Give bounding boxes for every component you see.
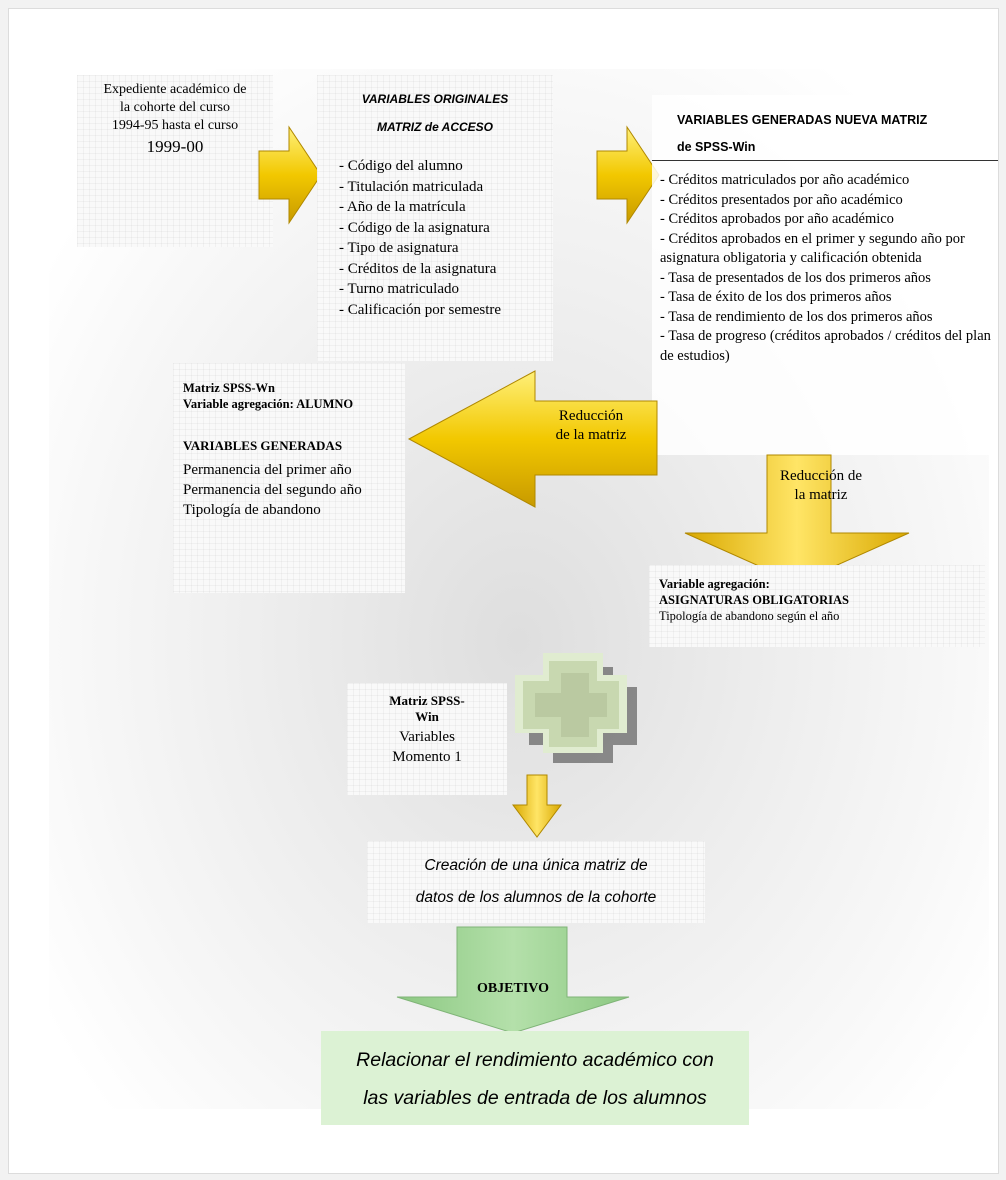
generated-variable-item: - Créditos aprobados por año académico [660, 211, 894, 227]
generated-title-1: VARIABLES GENERADAS NUEVA MATRIZ [677, 113, 928, 127]
original-title-2: MATRIZ de ACCESO [377, 120, 493, 134]
original-variable-item: - Turno matriculado [339, 281, 459, 297]
arrow-right-2-icon [596, 125, 660, 225]
original-variable-item: - Código de la asignatura [339, 219, 490, 236]
original-title-1: VARIABLES ORIGINALES [361, 92, 509, 106]
alumno-variable-item: Permanencia del primer año [183, 462, 352, 478]
original-variable-item: - Titulación matriculada [339, 178, 484, 195]
source-text: Expediente académico de la cohorte del c… [103, 82, 247, 133]
creation-box: Creación de una única matriz de datos de… [367, 841, 705, 923]
arrow-down-small-icon [512, 774, 562, 838]
original-variable-item: - Código del alumno [339, 158, 463, 174]
alumno-subtitle: VARIABLES GENERADAS [183, 438, 343, 453]
generated-variables-list: - Créditos matriculados por año académic… [660, 171, 996, 366]
source-box: Expediente académico de la cohorte del c… [77, 75, 273, 247]
generated-variable-item: - Créditos matriculados por año académic… [660, 172, 910, 188]
matrix-cross-icon [515, 653, 637, 763]
original-variable-item: - Créditos de la asignatura [339, 260, 497, 277]
momento-title: Matriz SPSS- Win [389, 693, 465, 724]
generated-variable-item: - Tasa de éxito de los dos primeros años [660, 289, 892, 305]
creation-text: Creación de una única matriz de datos de… [415, 857, 657, 906]
alumno-matrix-box: Matriz SPSS-Wn Variable agregación: ALUM… [173, 363, 405, 593]
generated-divider [652, 160, 998, 161]
generated-title-2: de SPSS-Win [677, 140, 756, 154]
source-year: 1999-00 [146, 137, 204, 156]
reduction-right-label: Reducción de la matriz [779, 468, 863, 503]
alumno-variable-item: Permanencia del segundo año [183, 482, 362, 498]
objective-arrow-icon [396, 926, 630, 1034]
generated-variable-item: - Créditos presentados por año académico [660, 191, 903, 208]
reduction-left-arrow-icon [407, 370, 658, 508]
generated-variable-item: - Tasa de presentados de los dos primero… [660, 269, 931, 286]
alumno-line-2: Variable agregación: ALUMNO [183, 397, 354, 411]
original-variables-list: - Código del alumno - Titulación matricul… [339, 156, 553, 320]
goal-text: Relacionar el rendimiento académico con … [356, 1049, 714, 1109]
generated-variable-item: - Tasa de rendimiento de los dos primero… [660, 308, 933, 325]
asignaturas-line-3: Tipología de abandono según el año [659, 609, 840, 623]
alumno-line-1: Matriz SPSS-Wn [183, 381, 276, 395]
asignaturas-line-2: ASIGNATURAS OBLIGATORIAS [659, 593, 849, 607]
reduction-down-arrow-icon [684, 454, 910, 584]
original-variable-item: - Calificación por semestre [339, 301, 502, 318]
asignaturas-line-1: Variable agregación: [659, 577, 770, 591]
generated-variable-item: - Tasa de progreso (créditos aprobados /… [660, 328, 991, 364]
momento-text: Variables Momento 1 [392, 729, 462, 765]
original-variables-box: VARIABLES ORIGINALES MATRIZ de ACCESO - … [317, 75, 553, 361]
objective-label: OBJETIVO [476, 981, 550, 996]
goal-box: Relacionar el rendimiento académico con … [321, 1031, 749, 1125]
page: Expediente académico de la cohorte del c… [8, 8, 999, 1174]
generated-variables-box: VARIABLES GENERADAS NUEVA MATRIZ de SPSS… [652, 95, 998, 455]
generated-variable-item: - Créditos aprobados en el primer y segu… [660, 230, 965, 267]
original-variable-item: - Tipo de asignatura [339, 240, 459, 256]
original-variable-item: - Año de la matrícula [339, 199, 466, 215]
alumno-variable-item: Tipología de abandono [183, 502, 321, 518]
reduction-left-label: Reducción de la matriz [555, 408, 627, 443]
arrow-right-1-icon [258, 125, 322, 225]
asignaturas-box: Variable agregación: ASIGNATURAS OBLIGAT… [649, 565, 985, 647]
momento-box: Matriz SPSS- Win Variables Momento 1 [347, 683, 507, 795]
